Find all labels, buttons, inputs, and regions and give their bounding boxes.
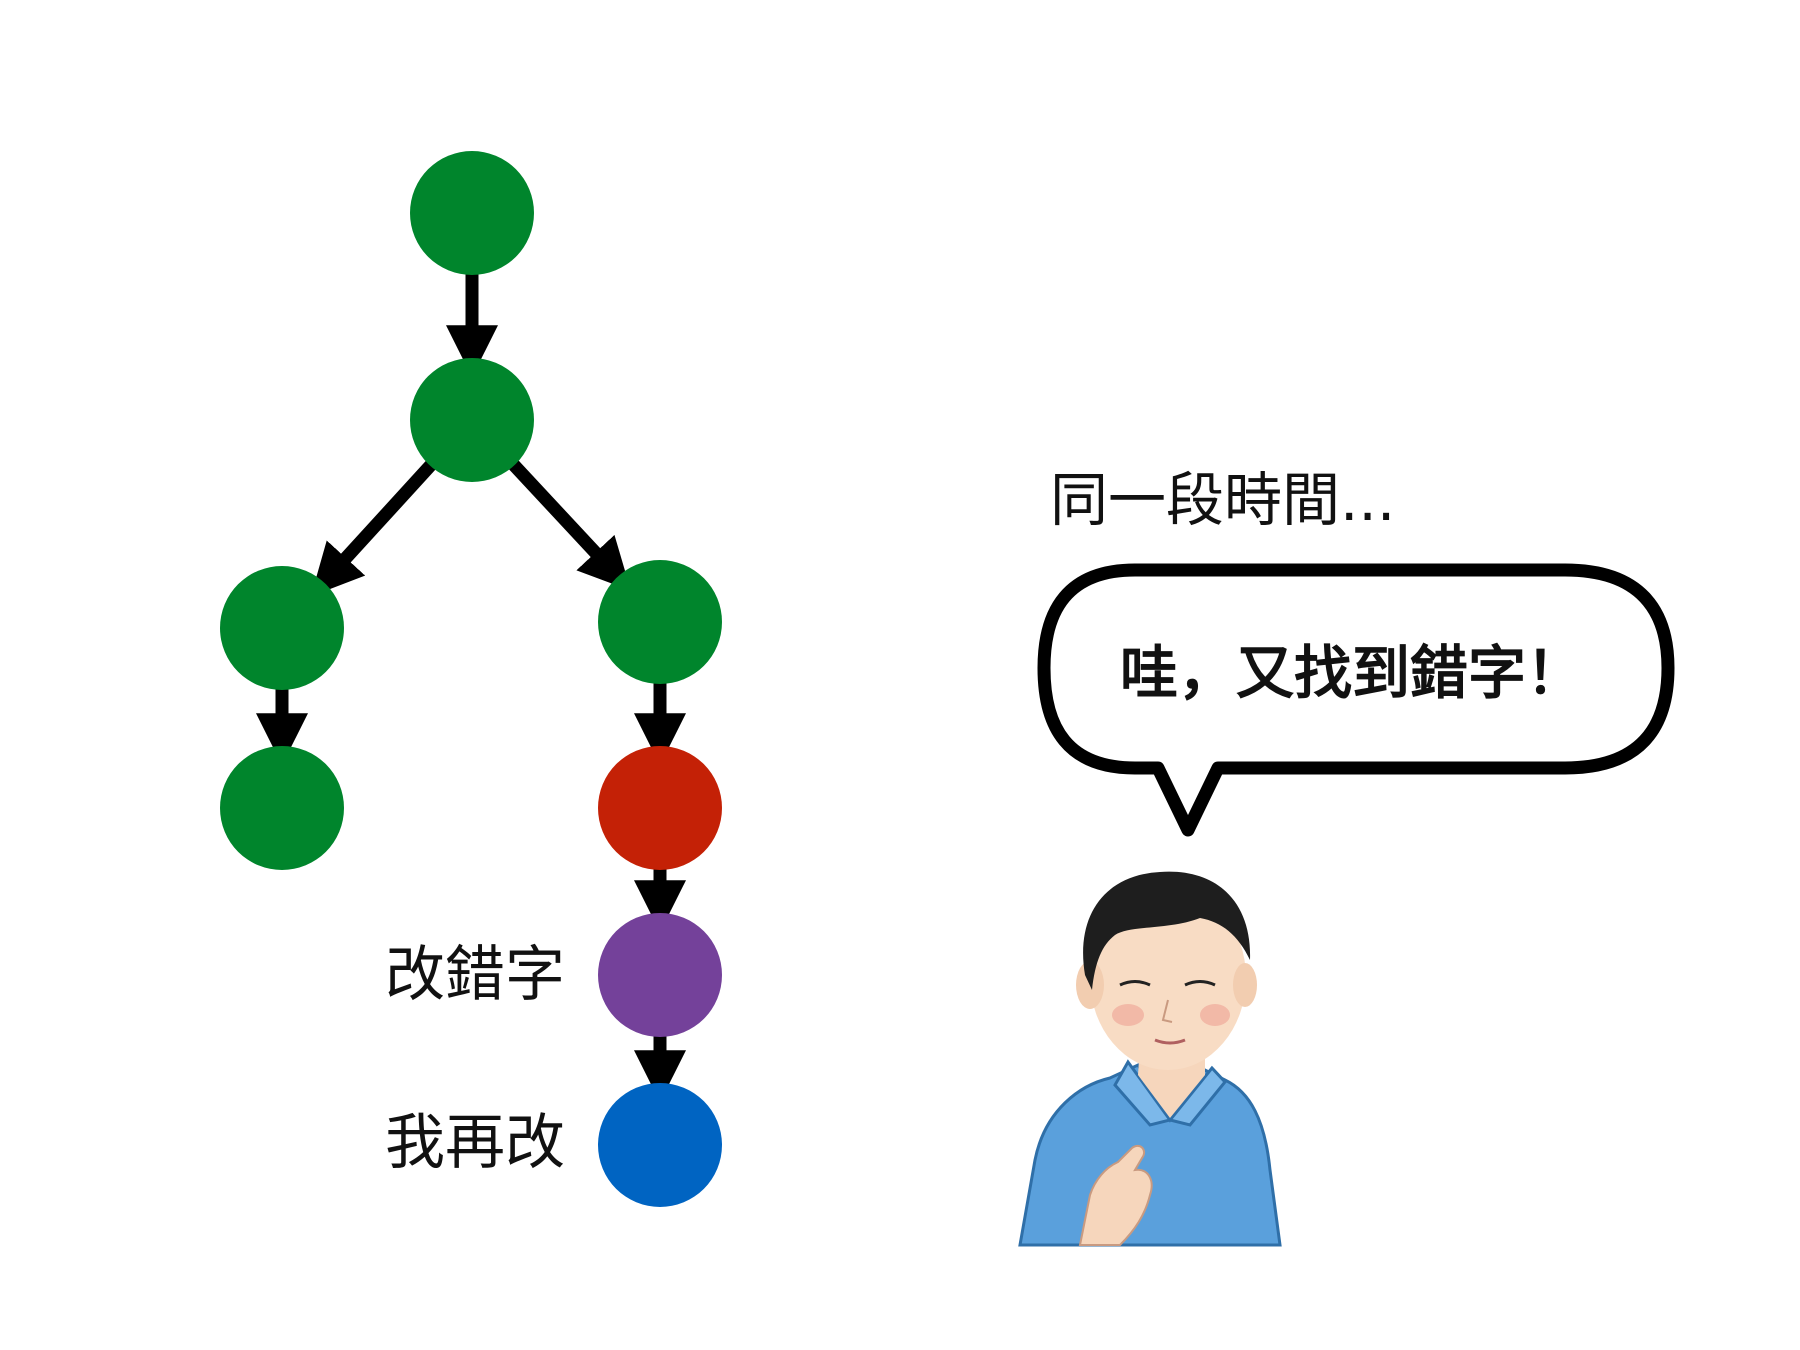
boy-eye-left — [1119, 980, 1151, 987]
caption-same-time: 同一段時間... — [1050, 466, 1395, 534]
boy-collar — [1113, 1059, 1227, 1127]
nodes-layer — [220, 151, 722, 1207]
boy-ear-right — [1233, 963, 1257, 1007]
edge-arrow-n2-to-n3 — [309, 459, 437, 597]
boy-eye-right — [1184, 980, 1216, 987]
speech-bubble: 哇，又找到錯字！ — [1037, 563, 1675, 837]
commit-node-2 — [410, 358, 534, 482]
commit-node-1 — [410, 151, 534, 275]
boy-hair — [1083, 871, 1251, 990]
commit-node-purple-fix-typo — [598, 913, 722, 1037]
speech-bubble-text: 哇，又找到錯字！ — [1120, 639, 1584, 707]
boy-hand — [1078, 1144, 1153, 1246]
boy-cheek-left — [1112, 1004, 1144, 1026]
edge-arrow-n2-to-n4 — [508, 459, 633, 592]
commit-node-left-branch-1 — [220, 566, 344, 690]
commit-node-left-branch-2 — [220, 746, 344, 870]
node-label-fix-typo: 改錯字 — [385, 940, 565, 1010]
node-label-fix-again: 我再改 — [385, 1108, 565, 1178]
speech-bubble-outline — [1037, 563, 1675, 837]
boy-illustration — [1018, 871, 1282, 1247]
commit-node-red-typo — [598, 746, 722, 870]
boy-cheek-right — [1200, 1004, 1230, 1026]
edges-layer — [256, 273, 686, 1103]
commit-node-blue-fix-again — [598, 1083, 722, 1207]
boy-nose — [1161, 999, 1173, 1023]
commit-node-right-branch-1 — [598, 560, 722, 684]
boy-mouth — [1154, 1038, 1186, 1045]
